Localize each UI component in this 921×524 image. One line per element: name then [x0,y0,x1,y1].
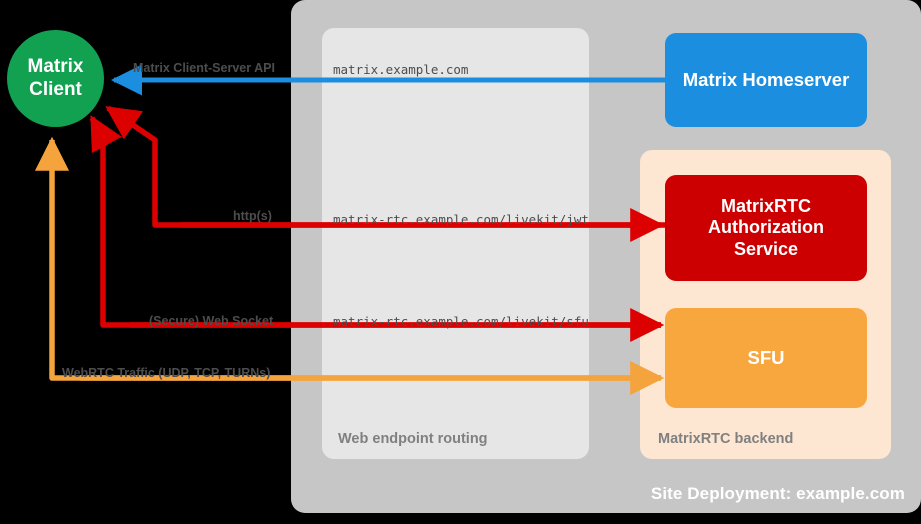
auth-service-label-line3: Service [733,238,799,259]
web-endpoint-routing-label: Web endpoint routing [338,431,488,447]
label-http-s: http(s) [233,209,272,223]
node-matrix-homeserver[interactable]: Matrix Homeserver [665,33,867,127]
node-matrixrtc-authorization-service[interactable]: MatrixRTC Authorization Service [665,175,867,281]
endpoint-livekit-jwt: matrix-rtc.example.com/livekit/jwt [333,212,589,227]
auth-service-label: MatrixRTC Authorization Service [708,196,824,260]
node-sfu[interactable]: SFU [665,308,867,408]
label-client-server-api: Matrix Client-Server API [133,61,275,75]
matrix-client-label: Matrix Client [28,56,84,101]
auth-service-label-line2: Authorization [708,217,824,238]
matrixrtc-backend-label: MatrixRTC backend [658,431,794,447]
label-secure-web-socket: (Secure) Web Socket [149,314,274,328]
matrix-client-label-line1: Matrix [27,56,84,78]
matrix-homeserver-label: Matrix Homeserver [682,69,850,91]
web-endpoint-routing-container: Web endpoint routing [322,28,589,459]
node-matrix-client[interactable]: Matrix Client [7,30,104,127]
matrix-client-label-line2: Client [29,78,82,100]
sfu-label: SFU [747,347,785,369]
endpoint-livekit-sfu: matrix-rtc.example.com/livekit/sfu [333,314,589,329]
label-webrtc-traffic: WebRTC Traffic (UDP, TCP, TURNs) [62,366,271,380]
endpoint-matrix-example-com: matrix.example.com [333,62,469,77]
auth-service-label-line1: MatrixRTC [720,196,811,217]
site-deployment-label: Site Deployment: example.com [650,484,905,503]
